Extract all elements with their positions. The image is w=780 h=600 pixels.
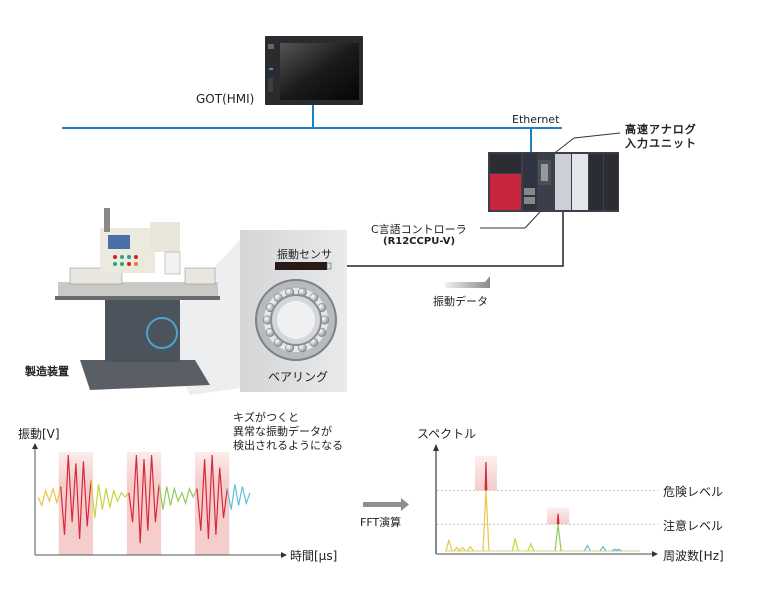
annotation-line2: 異常な振動データが	[233, 425, 332, 438]
anomaly-highlight	[195, 452, 230, 555]
machine-label: 製造装置	[25, 365, 69, 378]
fft-arrow	[363, 498, 409, 511]
spectrum-peak-exceed	[484, 461, 488, 491]
vibration-data-arrow	[445, 276, 490, 288]
sensor-location-highlight	[146, 317, 178, 349]
controller-label-line1: C言語コントローラ	[371, 223, 467, 236]
spectrum-peak	[459, 546, 467, 552]
plc-rack	[488, 152, 619, 212]
ethernet-label: Ethernet	[512, 113, 560, 126]
analog-unit-leader	[555, 137, 575, 153]
bearing-label: ベアリング	[268, 370, 329, 384]
hmi-monitor	[265, 36, 363, 105]
vibration-sensor	[275, 262, 327, 270]
vibration-data-label: 振動データ	[433, 295, 488, 308]
spectrum-chart-ylabel: スペクトル	[417, 427, 477, 441]
milling-machine-image	[55, 208, 220, 390]
time-y-arrow-icon	[32, 443, 38, 449]
analog-unit-label-line1: 高速アナログ	[625, 123, 697, 136]
spectrum-peak	[511, 538, 519, 552]
spectrum-chart	[433, 444, 658, 557]
spectrum-x-arrow-icon	[652, 551, 658, 557]
spectrum-peak	[482, 490, 490, 552]
controller-label-line2: (R12CCPU-V)	[383, 236, 456, 247]
time-x-arrow-icon	[281, 552, 287, 558]
time-chart-ylabel: 振動[V]	[18, 427, 60, 441]
time-chart	[32, 443, 287, 558]
annotation-line1: キズがつくと	[233, 411, 299, 424]
annotation-line3: 検出されるようになる	[233, 439, 343, 452]
spectrum-peak	[615, 548, 622, 552]
fft-label: FFT演算	[360, 516, 402, 529]
danger-level-label: 危険レベル	[663, 485, 724, 499]
spectrum-peak	[453, 546, 461, 552]
spectrum-chart-xlabel: 周波数[Hz]	[663, 549, 724, 563]
waveform-segment-anomaly-3	[196, 454, 228, 540]
waveform-segment-normal-3	[158, 484, 198, 510]
bearing-image	[255, 279, 337, 361]
spectrum-peak-exceed	[556, 513, 560, 525]
caution-level-label: 注意レベル	[663, 519, 724, 533]
spectrum-peak	[599, 545, 607, 552]
waveform-segment-normal-4	[226, 484, 251, 510]
sensor-cable	[330, 212, 564, 267]
controller-leader	[524, 211, 541, 229]
waveform-segment-anomaly-2	[128, 454, 160, 544]
spectrum-y-arrow-icon	[433, 444, 439, 451]
waveform-segment-normal-2	[90, 480, 130, 519]
spectrum-peak	[583, 544, 591, 552]
time-chart-xlabel: 時間[μs]	[290, 549, 338, 563]
waveform-segment-anomaly-1	[60, 454, 92, 540]
spectrum-peak	[466, 545, 474, 552]
hmi-label: GOT(HMI)	[196, 92, 255, 106]
spectrum-peak	[527, 542, 535, 552]
vibration-sensor-label: 振動センサ	[277, 248, 332, 261]
spectrum-peak	[445, 538, 453, 552]
spectrum-peak	[554, 524, 562, 552]
analog-unit-label-line2: 入力ユニット	[625, 137, 697, 150]
waveform-segment-normal-1	[37, 486, 62, 508]
